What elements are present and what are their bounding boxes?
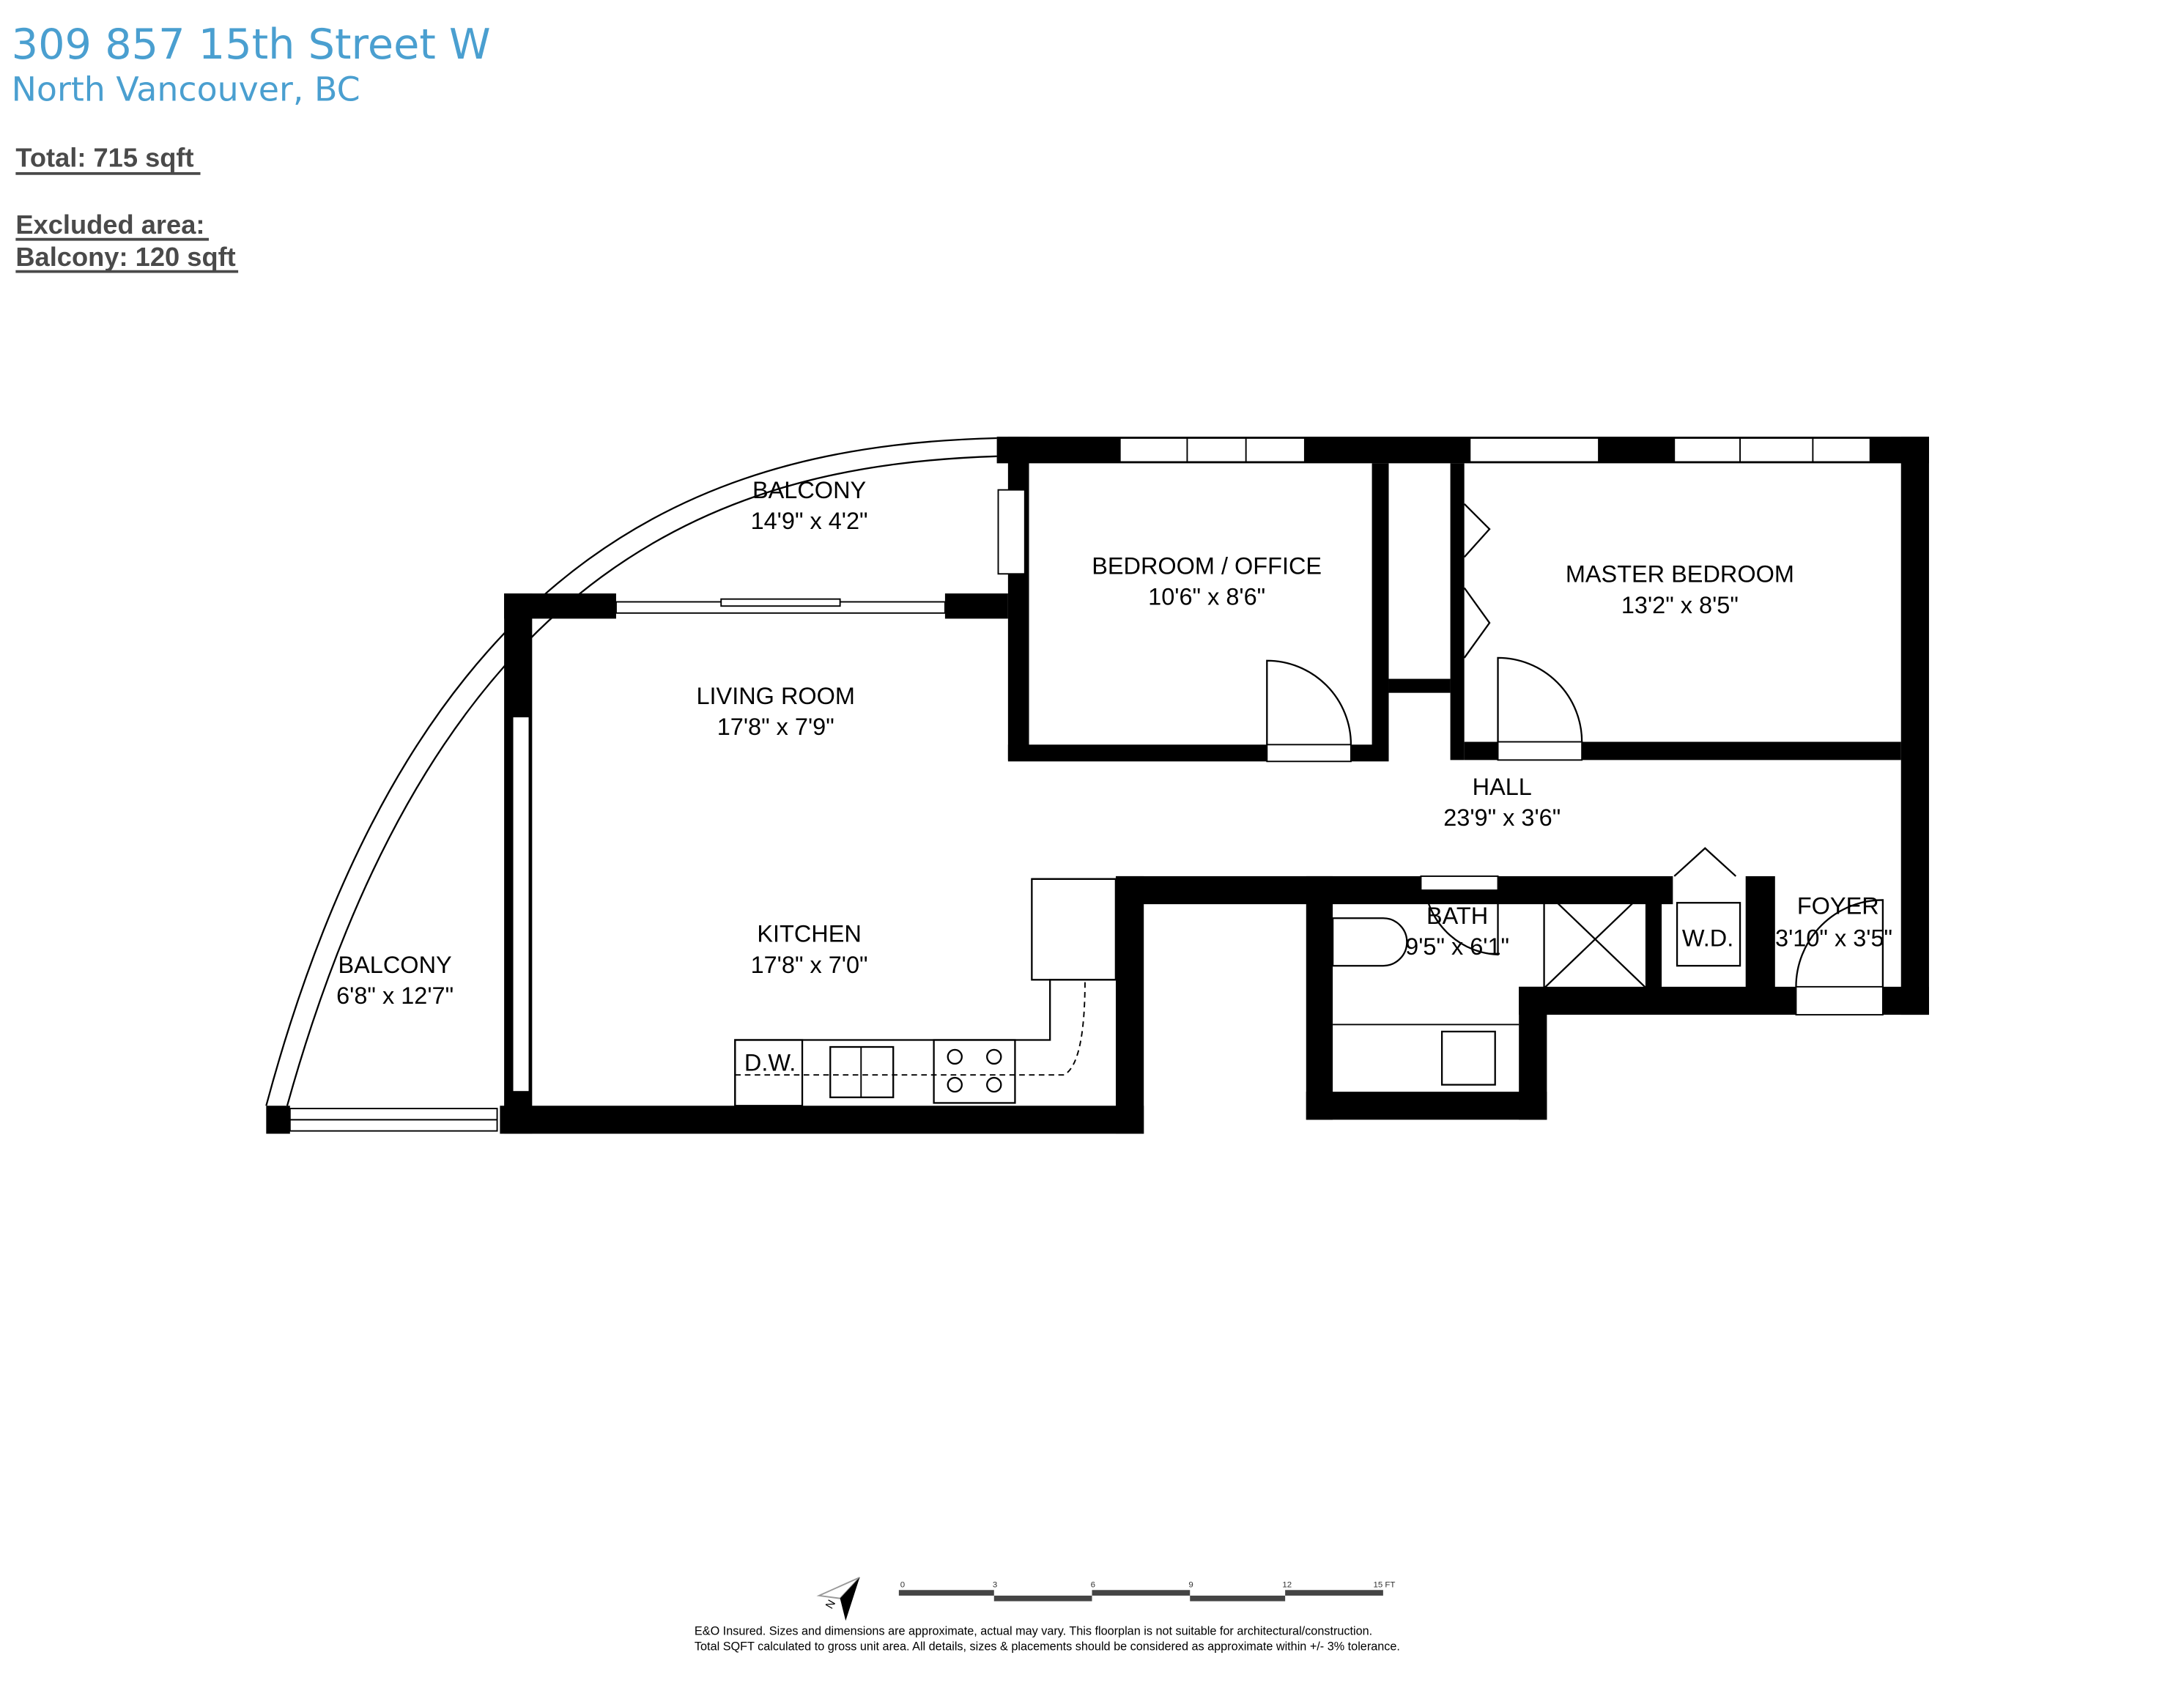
balcony-top-dims: 14'9" x 4'2" <box>751 508 868 534</box>
living-room-dims: 17'8" x 7'9" <box>717 714 834 740</box>
hall-name: HALL <box>1473 774 1532 800</box>
scale-tick: 0 <box>900 1580 905 1589</box>
balcony-left-name: BALCONY <box>338 952 452 978</box>
master-bedroom-name: MASTER BEDROOM <box>1566 561 1794 588</box>
kitchen-dims: 17'8" x 7'0" <box>751 952 868 978</box>
washer-dryer-icon <box>1676 902 1741 967</box>
dishwasher-label: D.W. <box>744 1049 796 1076</box>
foyer-name: FOYER <box>1797 893 1879 919</box>
fixtures <box>734 878 1741 1107</box>
scale-bar: 0 3 6 9 12 15 FT <box>898 1580 1395 1602</box>
master-bedroom-dims: 13'2" x 8'5" <box>1621 592 1739 618</box>
balcony-railing <box>265 437 997 1134</box>
scale-tick: 12 <box>1282 1580 1292 1589</box>
hall-dims: 23'9" x 3'6" <box>1443 804 1561 831</box>
walls <box>500 437 1929 1134</box>
bath-name: BATH <box>1426 903 1488 929</box>
address-line-2: North Vancouver, BC <box>12 70 360 109</box>
excluded-balcony: Balcony: 120 sqft <box>15 242 235 272</box>
stove-icon <box>933 1039 1016 1104</box>
balcony-top-name: BALCONY <box>752 477 866 503</box>
excluded-area-label: Excluded area: <box>15 210 204 240</box>
total-area: Total: 715 sqft <box>15 142 193 172</box>
living-room-name: LIVING ROOM <box>696 683 854 709</box>
bedroom-office-dims: 10'6" x 8'6" <box>1148 583 1265 610</box>
bath-sink-icon <box>1440 1030 1496 1086</box>
bedroom-office-name: BEDROOM / OFFICE <box>1092 552 1322 579</box>
shower-icon <box>1543 889 1648 989</box>
north-arrow-icon: N <box>816 1577 861 1621</box>
washer-dryer-label: W.D. <box>1682 925 1733 951</box>
windows <box>511 437 1884 1093</box>
dishwasher <box>734 1039 804 1107</box>
address-line-1: 309 857 15th Street W <box>12 20 491 69</box>
north-label: N <box>823 1598 838 1611</box>
foyer-dims: 3'10" x 3'5" <box>1775 925 1892 951</box>
scale-tick: 6 <box>1091 1580 1095 1589</box>
bath-dims: 9'5" x 6'1" <box>1405 933 1509 960</box>
toilet-icon <box>1331 917 1408 967</box>
kitchen-name: KITCHEN <box>757 921 862 947</box>
scale-tick: 3 <box>993 1580 997 1589</box>
scale-tick: 9 <box>1188 1580 1193 1589</box>
disclaimer-line-1: E&O Insured. Sizes and dimensions are ap… <box>695 1624 1372 1637</box>
disclaimer-line-2: Total SQFT calculated to gross unit area… <box>695 1640 1400 1653</box>
balcony-left-dims: 6'8" x 12'7" <box>336 982 454 1009</box>
doors <box>1266 503 1884 987</box>
scale-tick: 15 FT <box>1373 1580 1395 1589</box>
